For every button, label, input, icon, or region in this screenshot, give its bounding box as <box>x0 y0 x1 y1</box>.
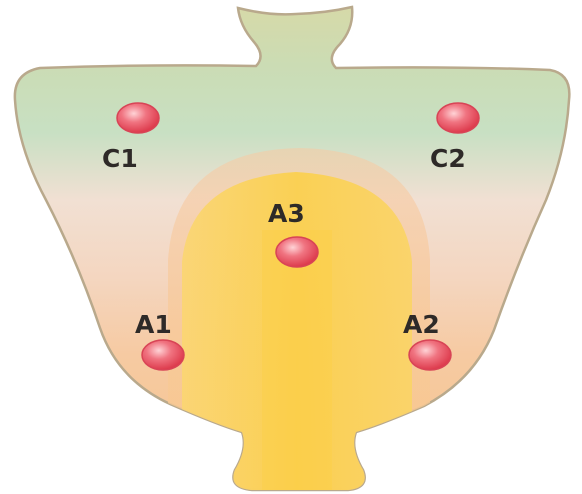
label-a2: A2 <box>403 310 440 339</box>
central-stripe <box>262 230 332 494</box>
label-a3: A3 <box>268 199 305 228</box>
label-c1: C1 <box>102 144 138 173</box>
label-a1: A1 <box>135 310 172 339</box>
label-c2: C2 <box>430 144 466 173</box>
